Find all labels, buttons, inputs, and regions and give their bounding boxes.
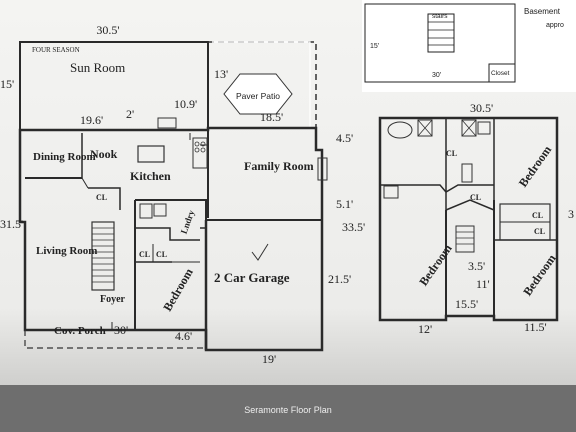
- basement-panel: [362, 0, 576, 92]
- shower-2: [461, 119, 477, 137]
- caption: Seramonte Floor Plan: [244, 405, 332, 415]
- upstairs-stair-treads: [456, 231, 474, 245]
- basement-closet-label: Closet: [491, 70, 510, 77]
- dim-top-width: 30.5': [96, 23, 119, 37]
- upper-walls: [445, 118, 495, 210]
- upstairs-closet-label-2: CL: [470, 193, 481, 202]
- basement-title: Basement: [524, 7, 561, 16]
- dim-left-sunroom: 15': [0, 77, 14, 91]
- paver-patio-hexagon: [223, 73, 293, 115]
- nook-label: Nook: [90, 147, 118, 161]
- dim-19-6: 19.6': [80, 113, 103, 127]
- dim-top-second: 30.5': [470, 101, 493, 115]
- basement-inset: stairs 15' 30' Closet Basement appro: [362, 0, 576, 92]
- foyer-label: Foyer: [100, 294, 126, 305]
- four-season-note: FOUR SEASON: [32, 46, 80, 54]
- family-room-label: Family Room: [244, 159, 314, 173]
- kitchen-sink: [157, 117, 177, 129]
- upstairs-closet-label-3: CL: [532, 211, 543, 220]
- range: [192, 137, 208, 169]
- toilet: [139, 203, 153, 219]
- dim-5-1: 5.1': [336, 197, 353, 211]
- dim-4-5: 4.5': [336, 131, 353, 145]
- dim-right-edge: 3: [568, 207, 574, 221]
- basement-outline: [364, 3, 516, 83]
- dim-4-6: 4.6': [175, 329, 192, 343]
- dining-room-label: Dining Room: [33, 151, 96, 163]
- porch-label: Cov. Porch: [54, 325, 106, 337]
- upstairs-sink: [477, 121, 491, 135]
- paver-patio-label: Paver Patio: [236, 91, 280, 101]
- basement-closet: [488, 63, 516, 83]
- stair-treads: [92, 227, 114, 283]
- basement-height: 15': [370, 43, 379, 50]
- basement-stair-treads: [428, 21, 454, 46]
- dim-12: 12': [418, 322, 432, 336]
- dim-11-5: 11.5': [524, 320, 547, 334]
- shower-x: [417, 119, 433, 137]
- burner-3: [194, 147, 200, 153]
- garage-top-wall: [135, 199, 322, 221]
- bath-bottom-wall: [135, 227, 200, 241]
- basement-note: appro: [546, 22, 564, 29]
- burner-1: [194, 141, 200, 147]
- closet-label-1: CL: [139, 250, 150, 259]
- dim-10-9: 10.9': [174, 97, 197, 111]
- shower-2-x: [461, 119, 477, 137]
- dim-33-5: 33.5': [342, 220, 365, 234]
- closet-label-foyer: CL: [96, 193, 107, 202]
- hall-walls: [380, 184, 494, 193]
- patio-outline-inner: [212, 41, 311, 128]
- caption-band: [0, 385, 576, 432]
- bath-sink: [153, 203, 167, 217]
- dim-18-5: 18.5': [260, 110, 283, 124]
- dim-3-5: 3.5': [468, 259, 485, 273]
- burner-2: [200, 141, 206, 147]
- bedroom-divider-walls: [445, 200, 495, 316]
- toilet-2: [383, 185, 399, 199]
- closet-label-2: CL: [156, 250, 167, 259]
- hall-angle: [445, 199, 495, 211]
- first-floor-plan: FOUR SEASON Sun Room 30.5' 15' 31.5' 13'…: [0, 23, 365, 366]
- basement-stairs-label: stairs: [432, 13, 448, 20]
- dining-room-label-text: Dining Room: [33, 151, 96, 163]
- kitchen-island: [137, 145, 165, 163]
- dim-13: 13': [214, 67, 228, 81]
- dim-2: 2': [126, 107, 134, 121]
- upstairs-stair: [455, 225, 475, 253]
- closet-walls: [88, 187, 121, 210]
- fireplace: [317, 157, 328, 181]
- living-angle: [81, 177, 89, 189]
- house-outline: [18, 126, 324, 352]
- kitchen-label: Kitchen: [130, 169, 171, 183]
- vanity: [461, 163, 473, 183]
- dim-30-bottom: 30': [114, 323, 128, 337]
- upstairs-closet-label-4: CL: [534, 227, 545, 236]
- dim-21-5: 21.5': [328, 272, 351, 286]
- tub: [387, 121, 413, 139]
- dim-11: 11': [476, 277, 490, 291]
- dim-19-bottom: 19': [262, 352, 276, 366]
- dim-left-main: 31.5': [0, 217, 23, 231]
- dim-15-5: 15.5': [455, 297, 478, 311]
- garage-label: 2 Car Garage: [214, 270, 290, 285]
- porch-outline: [24, 330, 206, 349]
- sun-room-label: Sun Room: [70, 60, 125, 75]
- living-room-label: Living Room: [36, 245, 97, 257]
- basement-stairs: [427, 13, 455, 53]
- burner-4: [200, 147, 206, 153]
- basement-width: 30': [432, 72, 441, 79]
- stair: [91, 221, 115, 291]
- upstairs-closet-label-1: CL: [446, 149, 457, 158]
- shower: [417, 119, 433, 137]
- checkmark: [251, 243, 269, 261]
